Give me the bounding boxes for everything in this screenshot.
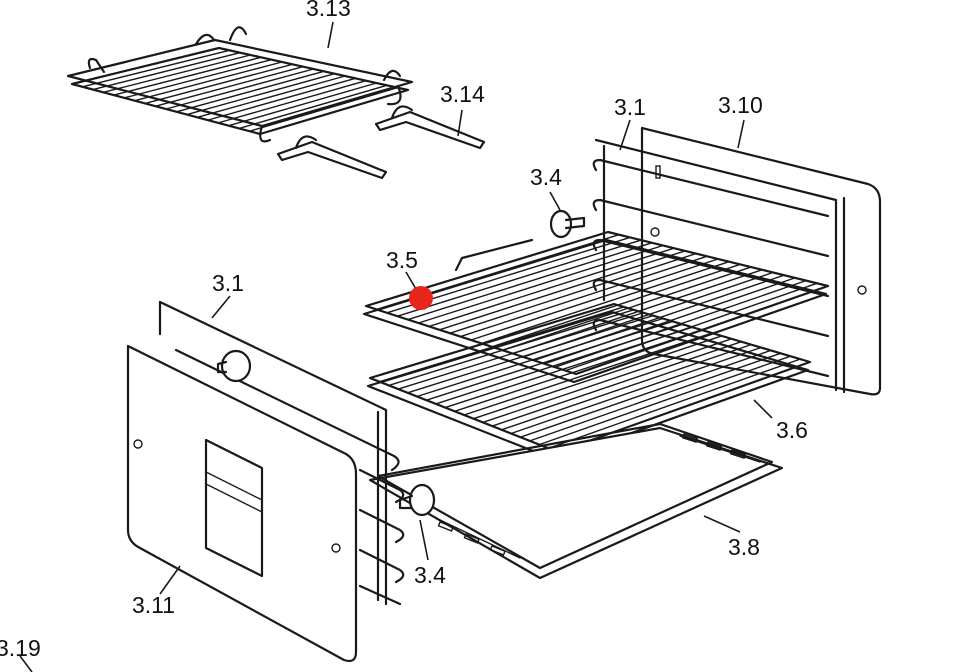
shelf-wire: [463, 332, 713, 416]
shelf-wire: [519, 349, 772, 438]
label-3-8: 3.8: [728, 534, 760, 560]
shelf-wire: [470, 258, 719, 341]
label-3-1-top: 3.1: [614, 94, 646, 120]
shelf-wire: [416, 317, 664, 398]
shelf-wire: [472, 335, 723, 420]
rack-wire: [144, 63, 294, 105]
rack-wire: [113, 56, 262, 96]
rack-wire: [217, 79, 367, 124]
shelf-wire: [459, 255, 708, 338]
left-side-panel-3-11: [126, 344, 358, 663]
label-3-1-left: 3.1: [212, 270, 244, 296]
rack-wire: [133, 61, 283, 102]
shelf-wire: [480, 261, 730, 345]
rack-wire: [175, 70, 325, 113]
rack-wire: [196, 75, 346, 119]
rack-wire: [238, 84, 388, 130]
shelf-wire: [510, 346, 762, 435]
fixing-screw-3-4-bottom: [216, 349, 436, 517]
fixing-screw-3-4-top: [549, 209, 586, 239]
shelf-wire: [449, 252, 697, 334]
red-marker-dot: [409, 286, 433, 310]
rack-wire: [248, 86, 399, 132]
shelf-wire: [397, 312, 645, 390]
shelf-wire: [538, 355, 792, 446]
label-3-14: 3.14: [440, 81, 485, 107]
rack-wire: [165, 68, 315, 110]
rack-wire: [102, 54, 252, 94]
shelf-wire: [529, 352, 782, 442]
baking-tray-3-8: [368, 422, 784, 580]
label-3-11: 3.11: [132, 592, 175, 618]
rack-wire: [227, 82, 378, 127]
oven-shelf-3-6: [366, 302, 812, 462]
shelf-wire: [500, 343, 752, 431]
rack-wire: [207, 77, 357, 121]
shelf-wire: [407, 242, 653, 321]
label-3-13: 3.13: [306, 0, 351, 21]
shelf-wire: [417, 244, 664, 324]
label-3-19: 3.19: [0, 635, 41, 661]
shelf-wire: [396, 239, 642, 317]
label-3-10: 3.10: [718, 92, 763, 118]
rack-wire: [92, 51, 241, 91]
label-3-4-top: 3.4: [530, 164, 562, 190]
shelf-wire: [406, 314, 654, 394]
shelf-wire: [453, 329, 703, 412]
callout-labels: 3.13 3.14 3.1 3.10 3.4 3.5 3.1 3.6 3.8 3…: [0, 0, 808, 661]
shelf-wire: [428, 247, 675, 328]
pan-support-3-14: [276, 105, 486, 180]
label-3-5: 3.5: [386, 247, 418, 273]
shelf-wire: [378, 306, 625, 383]
shelf-wire: [388, 309, 635, 387]
label-3-6: 3.6: [776, 417, 808, 443]
shelf-wire: [444, 326, 694, 409]
shelf-wire: [547, 358, 801, 449]
rack-wire: [123, 58, 273, 99]
shelf-wire: [425, 320, 674, 401]
grill-rack-3-13: [66, 26, 414, 143]
rack-wire: [186, 72, 336, 116]
rack-wire: [81, 49, 231, 88]
callout-leaders: [19, 21, 773, 672]
shelf-wire: [491, 341, 743, 427]
shelf-wire: [435, 323, 684, 405]
shelf-wire: [438, 250, 686, 331]
shelf-wire: [482, 338, 733, 424]
label-3-4-bottom: 3.4: [414, 562, 446, 588]
rack-wire: [154, 65, 304, 107]
left-shelf-runner-3-1: [158, 300, 405, 606]
